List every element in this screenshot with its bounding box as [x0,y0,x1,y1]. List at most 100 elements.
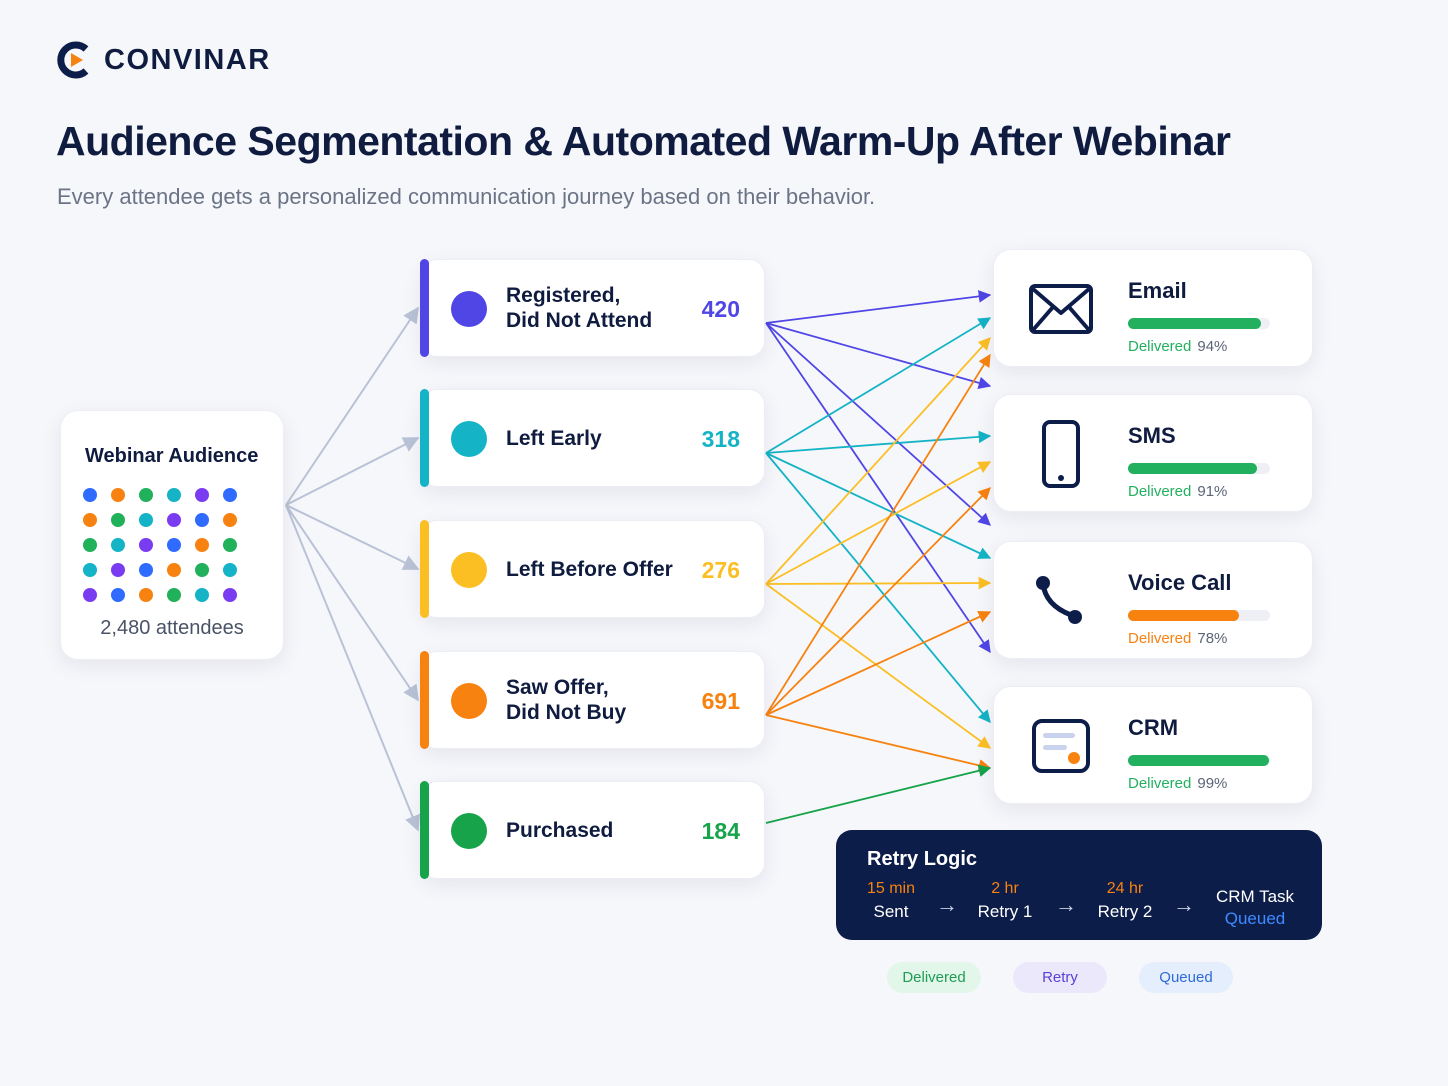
attendee-dot [111,538,125,552]
retry-step-sent: 15 min Sent [864,880,918,922]
segment-card-purchased[interactable]: Purchased 184 [420,781,765,879]
segment-to-channel-arrow [765,290,992,324]
segment-to-channel-arrow [765,487,991,716]
delivery-status: Delivered 91% [1128,483,1227,500]
retry-step-label: Retry 2 [1097,902,1153,921]
segment-to-channel-arrow [765,430,992,454]
attendee-dot [223,538,237,552]
attendee-dot [195,513,209,527]
segment-to-channel-arrow [765,322,991,526]
segment-label: Purchased [506,818,614,842]
delivery-progress-track [1128,318,1270,329]
audience-to-segment-arrow [285,306,419,506]
arrow-right-icon: → [936,892,958,917]
segment-to-channel-arrow [765,714,992,772]
attendee-dot [223,563,237,577]
segment-to-channel-arrow [765,611,992,716]
attendee-dot [111,488,125,502]
segment-to-channel-arrow [765,576,992,590]
audience-to-segment-arrow [285,437,420,506]
delivery-status-label: Delivered [1128,483,1192,500]
page-subtitle: Every attendee gets a personalized commu… [57,184,876,209]
smartphone-icon [1028,420,1094,488]
segment-card-saw-offer-did-not-buy[interactable]: Saw Offer, Did Not Buy 691 [420,651,765,749]
segment-accent-bar [420,389,429,487]
attendee-count: 2,480 attendees [100,617,244,639]
attendee-dot [195,563,209,577]
segment-card-registered-did-not-attend[interactable]: Registered, Did Not Attend 420 [420,259,765,357]
phone-handset-icon [1028,568,1094,634]
attendee-dot [195,488,209,502]
segment-count: 276 [701,556,740,583]
segment-label: Registered, Did Not Attend [506,284,653,332]
delivery-status-label: Delivered [1128,775,1192,792]
segment-accent-bar [420,259,429,357]
delivery-status-label: Delivered [1128,338,1192,355]
attendee-dot [223,588,237,602]
attendee-dot [223,488,237,502]
retry-step-time: 24 hr [1106,880,1144,897]
delivery-percent: 91% [1197,483,1228,500]
segment-dot-icon [451,291,487,327]
segment-count: 420 [701,295,740,322]
segment-channel-arrows [765,290,992,824]
segment-label: Left Early [506,426,602,450]
attendee-dot [167,563,181,577]
delivery-status-label: Delivered [1128,630,1192,647]
attendee-dot [139,563,153,577]
retry-logic-panel: Retry Logic 15 min Sent → 2 hr Retry 1 →… [836,830,1322,940]
convinar-logo-icon [57,41,89,79]
segment-to-channel-arrow [765,452,991,723]
audience-to-segment-arrow [285,504,419,702]
retry-step-label: Sent [873,902,909,921]
audience-title: Webinar Audience [85,445,259,467]
attendee-dot [195,538,209,552]
attendee-dot [139,538,153,552]
segment-accent-bar [420,651,429,749]
channel-name: Voice Call [1128,570,1232,595]
attendee-dot [139,488,153,502]
retry-step-label: Retry 1 [977,902,1033,921]
retry-step-status: Queued [1224,909,1286,928]
attendee-dot [167,538,181,552]
attendee-dot [83,563,97,577]
attendee-dot [83,513,97,527]
retry-step-crm-task: CRM Task Queued [1211,883,1299,929]
segment-to-channel-arrow [765,322,991,654]
segment-label: Saw Offer, Did Not Buy [506,676,627,724]
segment-to-channel-arrow [765,337,991,585]
retry-step-retry-2: 24 hr Retry 2 [1094,880,1156,922]
delivery-progress-track [1128,610,1270,621]
retry-step-time: 15 min [866,880,916,897]
segment-to-channel-arrow [765,452,992,559]
segment-label: Left Before Offer [506,557,673,581]
delivery-progress-track [1128,755,1270,766]
segment-count: 691 [701,687,740,714]
attendee-dot [83,538,97,552]
crm-window-icon [1028,713,1094,779]
attendee-dot [83,588,97,602]
segment-dot-icon [451,421,487,457]
brand-name: CONVINAR [104,43,271,76]
segment-to-channel-arrow [765,583,992,749]
attendee-dot-grid [83,488,237,602]
legend-pill-delivered: Delivered [887,962,981,993]
segment-count: 184 [701,817,740,844]
attendee-dot [83,488,97,502]
segment-card-left-before-offer[interactable]: Left Before Offer 276 [420,520,765,618]
segment-card-left-early[interactable]: Left Early 318 [420,389,765,487]
audience-to-segment-arrow [285,504,420,570]
attendee-dot [167,488,181,502]
attendee-dot [111,513,125,527]
segment-accent-bar [420,781,429,879]
attendee-dot [167,588,181,602]
page-title: Audience Segmentation & Automated Warm-U… [56,118,1231,164]
attendee-dot [111,563,125,577]
